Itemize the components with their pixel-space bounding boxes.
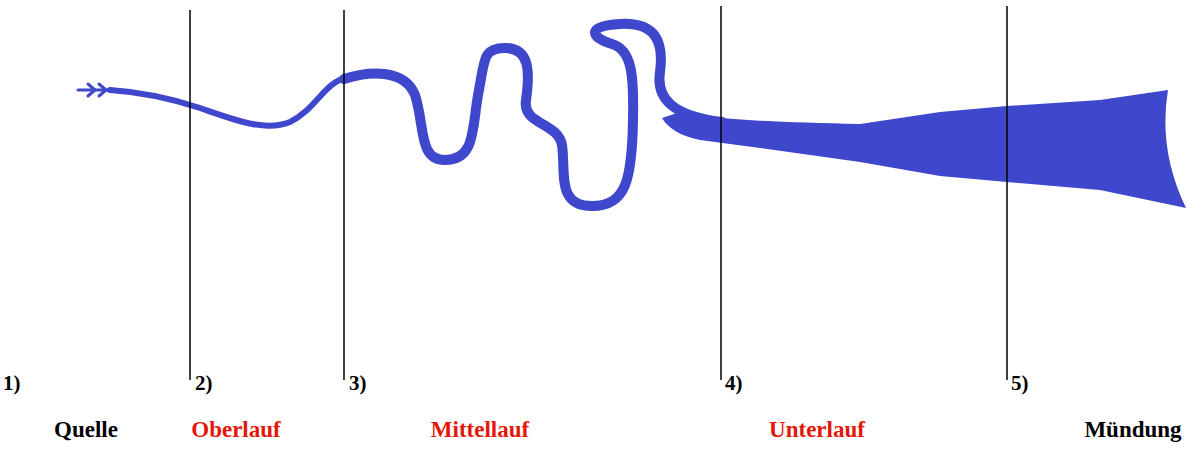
- section-label: Quelle: [54, 417, 118, 442]
- section-label: Mündung: [1084, 417, 1181, 442]
- callout-number: 3): [349, 372, 367, 395]
- section-label: Unterlauf: [769, 417, 865, 442]
- upper-course: [110, 78, 346, 126]
- callout-number: 1): [3, 372, 21, 395]
- callout-number: 4): [725, 372, 743, 395]
- lower-course: [662, 90, 1186, 208]
- middle-course: [344, 24, 722, 206]
- source-branches: [88, 84, 106, 96]
- section-label: Mittellauf: [431, 417, 529, 442]
- section-label: Oberlauf: [191, 417, 280, 442]
- section-divider: [1006, 6, 1008, 380]
- section-divider: [343, 10, 345, 380]
- callout-number: 2): [195, 372, 213, 395]
- callout-number: 5): [1011, 372, 1029, 395]
- section-divider: [720, 6, 722, 380]
- section-divider: [189, 10, 191, 380]
